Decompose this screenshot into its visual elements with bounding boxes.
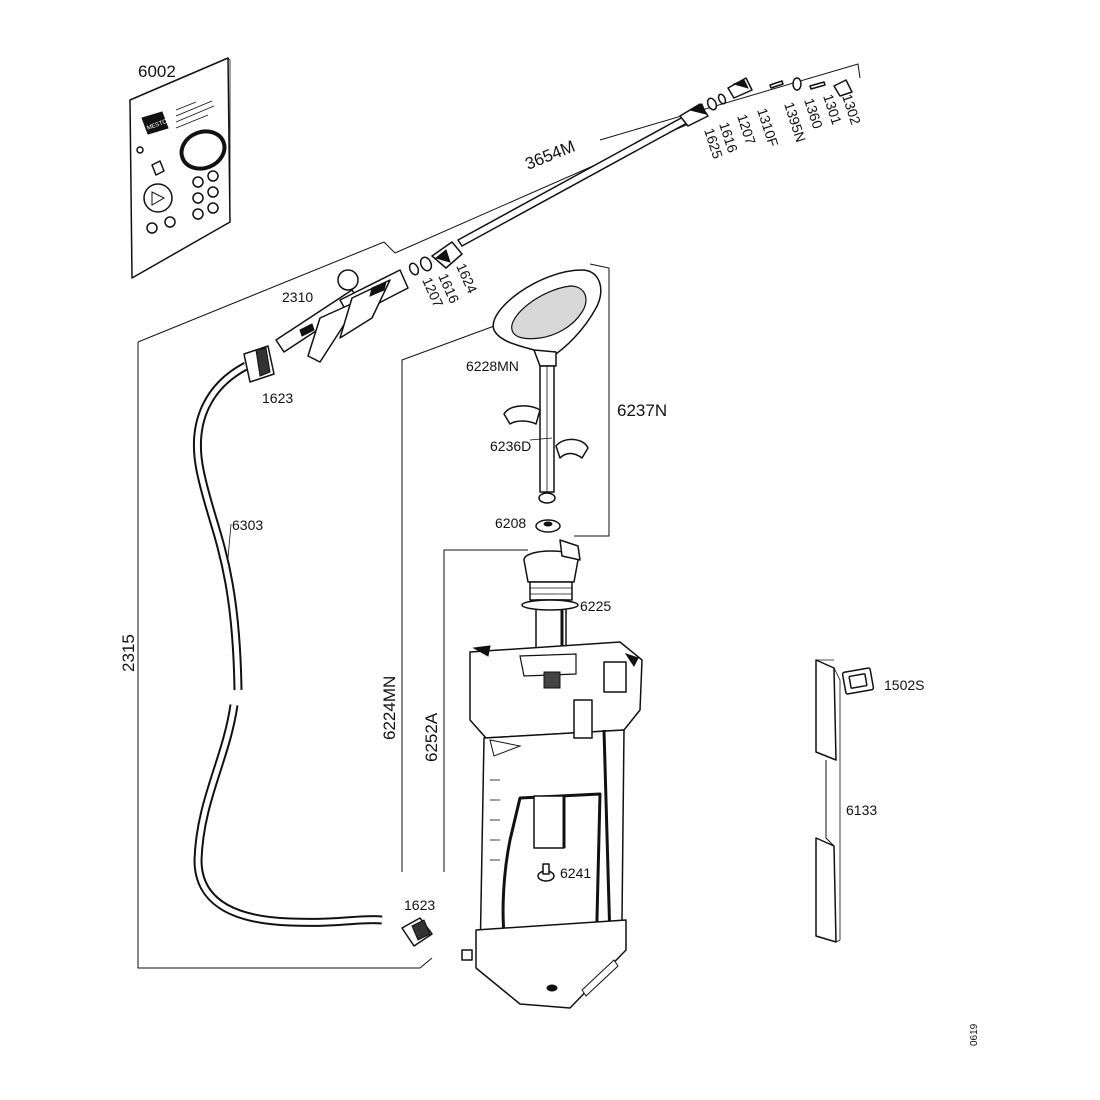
label-6225: 6225 (580, 598, 611, 614)
label-6241: 6241 (560, 865, 591, 881)
label-2315: 2315 (119, 634, 138, 672)
label-6133: 6133 (846, 802, 877, 818)
label-6208: 6208 (495, 515, 526, 531)
lance: 3654M (137, 63, 861, 343)
strap: 1502S 6133 (815, 659, 924, 943)
hose-assembly: 1623 1623 6303 2315 (119, 342, 435, 969)
nozzle-parts: 1625 1616 1207 1310F 1395N 1360 1301 130… (679, 77, 864, 161)
kit-logo: MESTO (141, 111, 169, 135)
label-1623-bottom: 1623 (404, 897, 435, 913)
label-6002: 6002 (138, 62, 176, 81)
label-drawing-number: 0619 (969, 1023, 980, 1046)
label-6224MN: 6224MN (380, 676, 399, 740)
label-1502S: 1502S (884, 677, 924, 693)
service-kit-card: MESTO 6002 (129, 57, 231, 279)
label-6252A: 6252A (422, 712, 441, 762)
handle-valve: 2310 (275, 269, 409, 363)
label-6228MN: 6228MN (466, 358, 519, 374)
label-1623-top: 1623 (262, 390, 293, 406)
label-3654M: 3654M (522, 137, 577, 174)
tank: 6252A 6241 (422, 549, 643, 1009)
label-1310F: 1310F (754, 106, 781, 149)
label-6303: 6303 (232, 517, 263, 533)
lance-base-parts: 1624 1616 1207 (408, 241, 481, 310)
pump-assembly: 6224MN 6237N 6228MN 6236D 6208 6225 (380, 263, 667, 872)
label-2310: 2310 (282, 289, 313, 305)
label-6237N: 6237N (617, 401, 667, 420)
label-6236D: 6236D (490, 438, 531, 454)
